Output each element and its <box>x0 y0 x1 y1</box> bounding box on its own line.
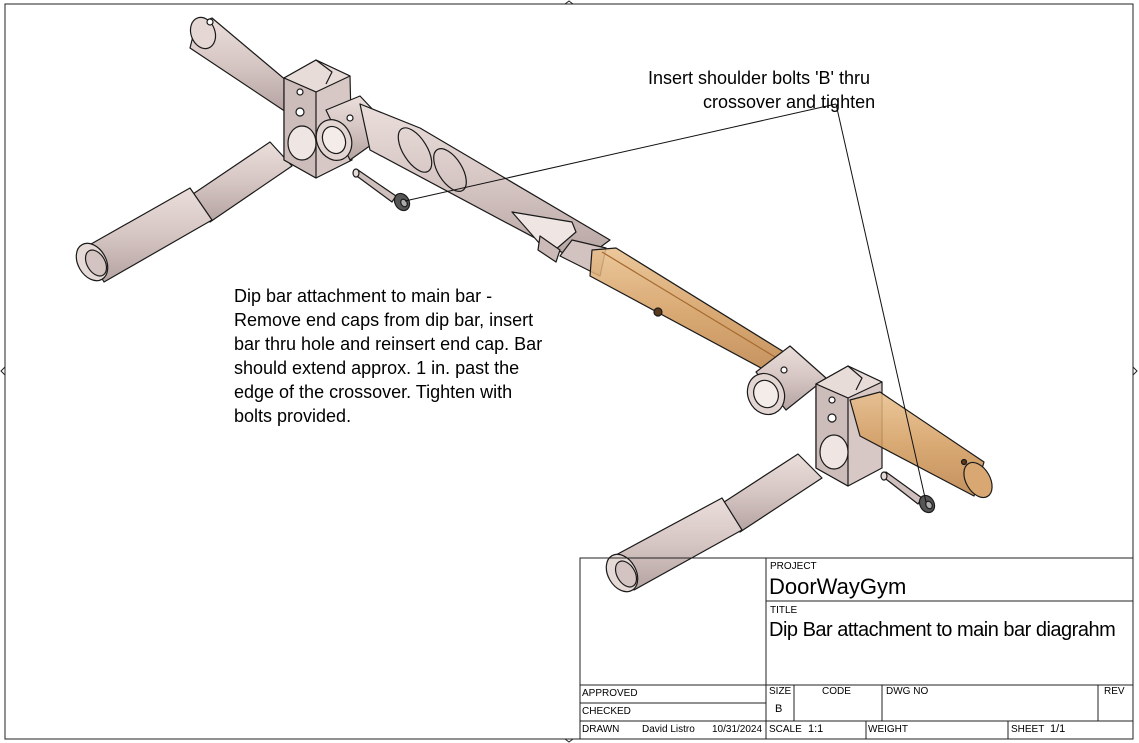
left-handle <box>75 141 293 283</box>
dip-bar-note-line: Remove end caps from dip bar, insert <box>234 310 534 330</box>
dwg-no-label: DWG NO <box>886 686 929 697</box>
sheet-value: 1/1 <box>1050 723 1066 735</box>
drawing-title: Dip Bar attachment to main bar diagrahm <box>769 619 1116 641</box>
shoulder-bolt-upper <box>352 168 411 212</box>
dip-bar-note-line: bar thru hole and reinsert end cap. Bar <box>234 334 543 354</box>
size-label: SIZE <box>769 686 792 697</box>
code-label: CODE <box>822 686 851 697</box>
shoulder-bolt-lower <box>880 471 936 514</box>
assembly-illustration <box>75 16 993 593</box>
center-mark-left <box>0 366 6 376</box>
title-block <box>579 557 1134 740</box>
sheet-label: SHEET <box>1011 724 1045 735</box>
approved-label: APPROVED <box>582 688 638 699</box>
sheet-border <box>4 3 1134 740</box>
top-left-bar <box>189 16 301 113</box>
weight-label: WEIGHT <box>868 724 908 735</box>
leader-line-lower-bolt <box>835 103 927 503</box>
checked-label: CHECKED <box>582 706 631 717</box>
lower-handle <box>605 453 823 593</box>
amber-tube <box>589 247 785 377</box>
amber-rod <box>849 391 993 499</box>
drawn-by: David Listro <box>642 724 695 735</box>
scale-label: SCALE <box>769 724 802 735</box>
rev-label: REV <box>1104 686 1125 697</box>
dip-bar-note-line: bolts provided. <box>234 406 352 426</box>
dip-bar-note: Dip bar attachment to main bar - Remove … <box>234 284 542 428</box>
center-mark-bottom <box>564 738 574 743</box>
center-mark-right <box>1132 366 1138 376</box>
center-mark-top <box>564 0 574 5</box>
scale-value: 1:1 <box>808 723 824 735</box>
size-value: B <box>775 703 783 715</box>
dip-bar-note-line: should extend approx. 1 in. past the <box>234 358 520 378</box>
shoulder-bolt-note-line2: crossover and tighten <box>703 92 876 112</box>
leader-line-upper-bolt <box>404 103 837 202</box>
dip-bar-note-line: edge of the crossover. Tighten with <box>234 382 513 402</box>
drawn-label: DRAWN <box>582 724 620 735</box>
project-name: DoorWayGym <box>769 574 907 599</box>
project-label: PROJECT <box>770 561 817 572</box>
upper-stub <box>315 95 393 161</box>
drawn-date: 10/31/2024 <box>712 724 763 735</box>
title-label: TITLE <box>770 605 798 616</box>
dip-bar-note-line: Dip bar attachment to main bar - <box>234 286 493 306</box>
shoulder-bolt-note-line1: Insert shoulder bolts 'B' thru <box>648 68 870 88</box>
